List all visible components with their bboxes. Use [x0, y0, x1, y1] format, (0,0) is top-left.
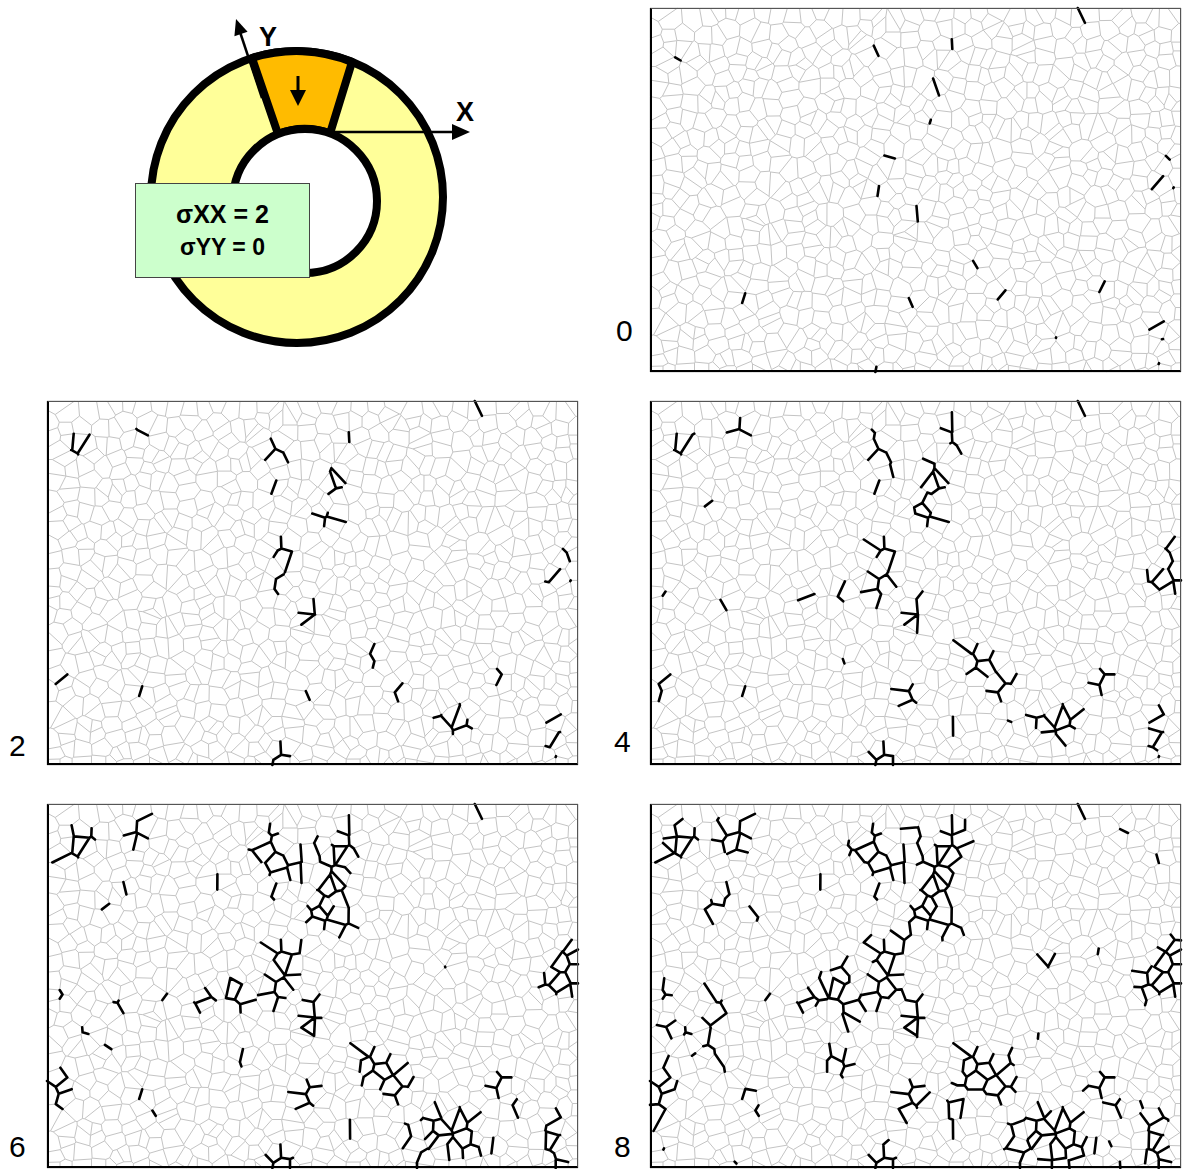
stage-number: 4 — [614, 727, 631, 757]
grain-boundaries — [650, 401, 1181, 765]
cracked-boundaries — [56, 401, 571, 765]
grain-boundaries — [47, 804, 578, 1168]
cracked-boundaries — [659, 401, 1181, 765]
y-axis — [240, 32, 262, 98]
x-arrowhead — [452, 124, 470, 140]
grain-boundaries — [650, 8, 1181, 372]
grain-map — [650, 804, 1181, 1168]
grain-map — [47, 401, 578, 765]
grain-boundaries — [47, 401, 578, 765]
cracked-boundaries — [675, 8, 1173, 372]
y-arrowhead — [234, 19, 247, 36]
load-arrowhead — [290, 90, 306, 106]
highlighted-sector — [252, 51, 352, 134]
grain-panel: 6 — [47, 804, 578, 1168]
stage-number: 2 — [9, 731, 26, 761]
grain-panel: 8 — [650, 804, 1181, 1168]
grain-panel: 4 — [650, 401, 1181, 765]
cracked-boundaries — [47, 804, 578, 1168]
stage-number: 6 — [9, 1132, 26, 1162]
x-axis — [330, 131, 456, 134]
grain-map — [47, 804, 578, 1168]
stress-box: σXX = 2σYY = 0 — [135, 183, 310, 278]
grain-panels — [47, 8, 1181, 1168]
stage-number: 8 — [614, 1132, 631, 1162]
stress-value: σYY = 0 — [152, 232, 293, 263]
grain-map — [650, 8, 1181, 372]
axis-label: Y — [259, 24, 277, 51]
grain-boundaries — [650, 804, 1181, 1168]
grain-panel: 0 — [650, 8, 1181, 372]
cracked-boundaries — [650, 804, 1181, 1168]
axis-label: X — [456, 99, 474, 126]
stress-value: σXX = 2 — [152, 198, 293, 232]
stage-number: 0 — [616, 316, 633, 346]
ring-sketch — [151, 19, 470, 343]
grain-map — [650, 401, 1181, 765]
grain-panel: 2 — [47, 401, 578, 765]
